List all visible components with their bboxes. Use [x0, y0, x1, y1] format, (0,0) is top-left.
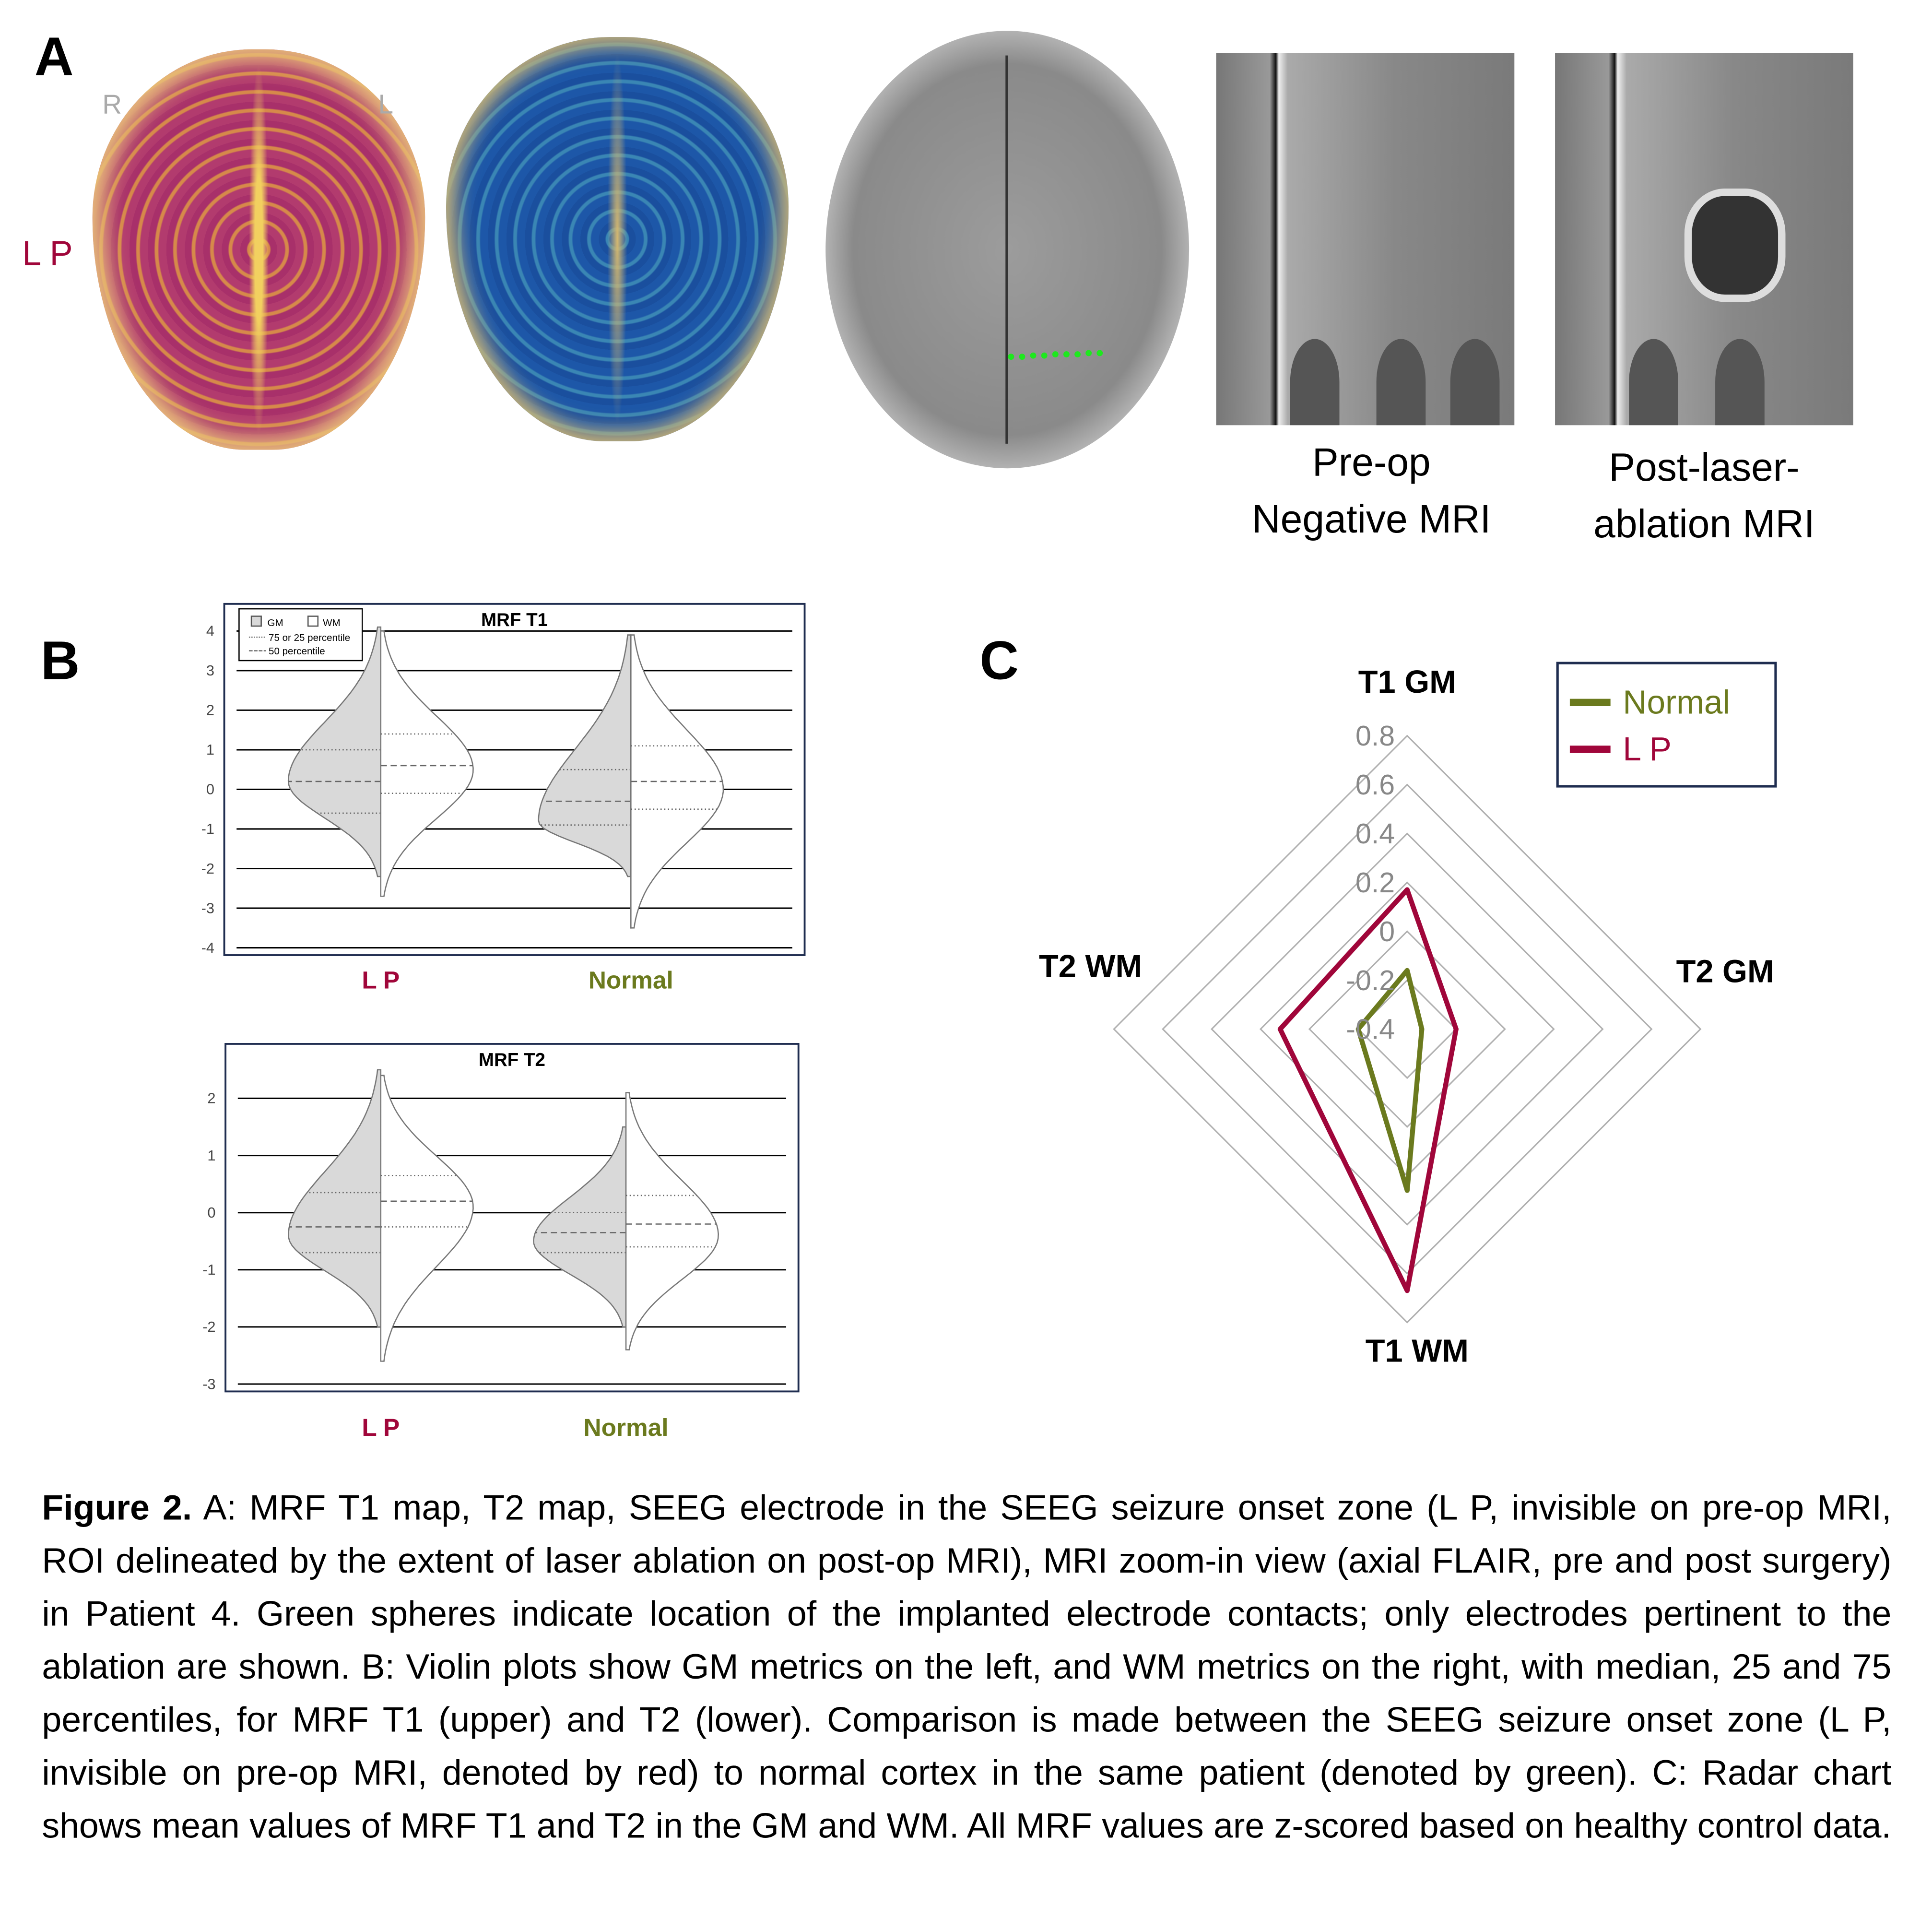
caption-label: Figure 2. [42, 1489, 192, 1528]
electrode-contact [1030, 353, 1037, 359]
violin-wm [625, 1092, 719, 1350]
postop-mri-image [1555, 53, 1853, 426]
y-tick-label: -1 [201, 820, 214, 837]
midline [1005, 55, 1008, 444]
y-tick-label: -3 [202, 1375, 215, 1392]
panel-a-letter: A [34, 27, 74, 88]
category-label: L P [362, 966, 400, 994]
preop-caption-1: Pre-op [1312, 440, 1431, 485]
violin-chart-t1: MRF T1 4 3 2 1 0 -1 -2 -3 -4 L P Normal GM WM 75 or 25… [201, 603, 806, 994]
legend-label: Normal [1623, 683, 1730, 721]
legend-gm: GM [267, 617, 283, 628]
radial-tick-label: -0.2 [1346, 965, 1395, 996]
legend-label: L P [1623, 730, 1672, 768]
t1-map-image [92, 49, 425, 450]
postop-caption-1: Post-laser- [1609, 445, 1800, 489]
radar-chart: 0.8 0.6 0.4 0.2 0 -0.2 -0.4 T1 GM T2 GM T1 WM T2 W… [1039, 662, 1777, 1369]
t2-map-image [446, 37, 789, 441]
radar-ring [1211, 832, 1604, 1226]
roi-label: L P [22, 234, 73, 272]
y-tick-label: 2 [207, 1090, 215, 1107]
radar-ring [1113, 734, 1702, 1324]
electrode-contact [1074, 351, 1081, 357]
legend-median: 50 percentile [269, 646, 325, 657]
axis-label: T2 GM [1676, 954, 1774, 989]
chart-title: MRF T1 [481, 610, 548, 630]
y-tick-label: 3 [206, 662, 214, 679]
electrode-contact [1052, 352, 1059, 358]
radar-ring [1308, 930, 1506, 1128]
violin-gm [538, 634, 632, 877]
radial-tick-label: 0.8 [1355, 720, 1395, 752]
legend-quartile: 75 or 25 percentile [269, 632, 350, 643]
legend-box [1556, 662, 1777, 788]
axis-label: T1 WM [1366, 1334, 1469, 1369]
y-tick-label: 4 [206, 623, 214, 639]
seeg-mri-image [825, 31, 1190, 469]
y-tick-label: 1 [206, 741, 214, 758]
radial-tick-label: -0.4 [1346, 1014, 1395, 1045]
violin-gm [533, 1126, 627, 1328]
left-label: L [378, 88, 394, 120]
y-tick-label: -1 [202, 1261, 215, 1278]
y-tick-label: -2 [201, 860, 214, 877]
y-tick-label: -4 [201, 939, 214, 956]
electrode-contact [1008, 354, 1014, 360]
y-tick-label: 0 [206, 781, 214, 798]
ablation-cavity [1684, 189, 1786, 302]
y-tick-label: 2 [206, 702, 214, 719]
radar-series-lp [1277, 887, 1459, 1293]
preop-mri-image [1216, 53, 1515, 426]
caption-text: A: MRF T1 map, T2 map, SEEG electrode in… [42, 1489, 1892, 1847]
y-tick-label: 0 [207, 1204, 215, 1221]
legend-gm-swatch [250, 616, 262, 627]
electrode-contact [1063, 351, 1070, 358]
violin-gm [288, 1069, 382, 1328]
figure-caption: Figure 2. A: MRF T1 map, T2 map, SEEG el… [42, 1483, 1891, 1854]
postop-caption-2: ablation MRI [1593, 501, 1815, 546]
electrode-contact [1096, 350, 1103, 356]
preop-caption-2: Negative MRI [1252, 497, 1491, 541]
radar-ring [1162, 783, 1653, 1275]
violin-gm [287, 626, 382, 877]
electrode-contact [1041, 352, 1048, 359]
radar-series-normal [1355, 968, 1425, 1193]
y-tick-label: -3 [201, 900, 214, 916]
violin-wm [630, 634, 724, 929]
radial-tick-label: 0.4 [1355, 818, 1395, 850]
category-label: Normal [584, 1413, 669, 1441]
radial-tick-label: 0.2 [1355, 867, 1395, 899]
radar-ring [1259, 881, 1555, 1177]
violin-wm [380, 630, 474, 897]
axis-label: T2 WM [1039, 949, 1142, 984]
category-label: L P [362, 1413, 400, 1441]
category-label: Normal [589, 966, 673, 994]
electrode-contact [1019, 353, 1025, 360]
legend-wm: WM [323, 617, 341, 628]
y-tick-label: 1 [207, 1147, 215, 1164]
violin-chart-t2: MRF T2 2 1 0 -1 -2 -3 L P Normal [202, 1043, 800, 1441]
panel-c-letter: C [979, 631, 1019, 692]
right-label: R [102, 88, 122, 120]
panel-b-letter: B [40, 631, 80, 692]
y-tick-label: -2 [202, 1318, 215, 1335]
legend-wm-swatch [307, 616, 319, 627]
violin-wm [380, 1075, 474, 1362]
electrode-contact [1085, 350, 1092, 356]
radial-tick-label: 0.6 [1355, 769, 1395, 801]
axis-label: T1 GM [1358, 664, 1456, 700]
chart-title: MRF T2 [479, 1050, 545, 1070]
radial-tick-label: 0 [1379, 916, 1395, 947]
